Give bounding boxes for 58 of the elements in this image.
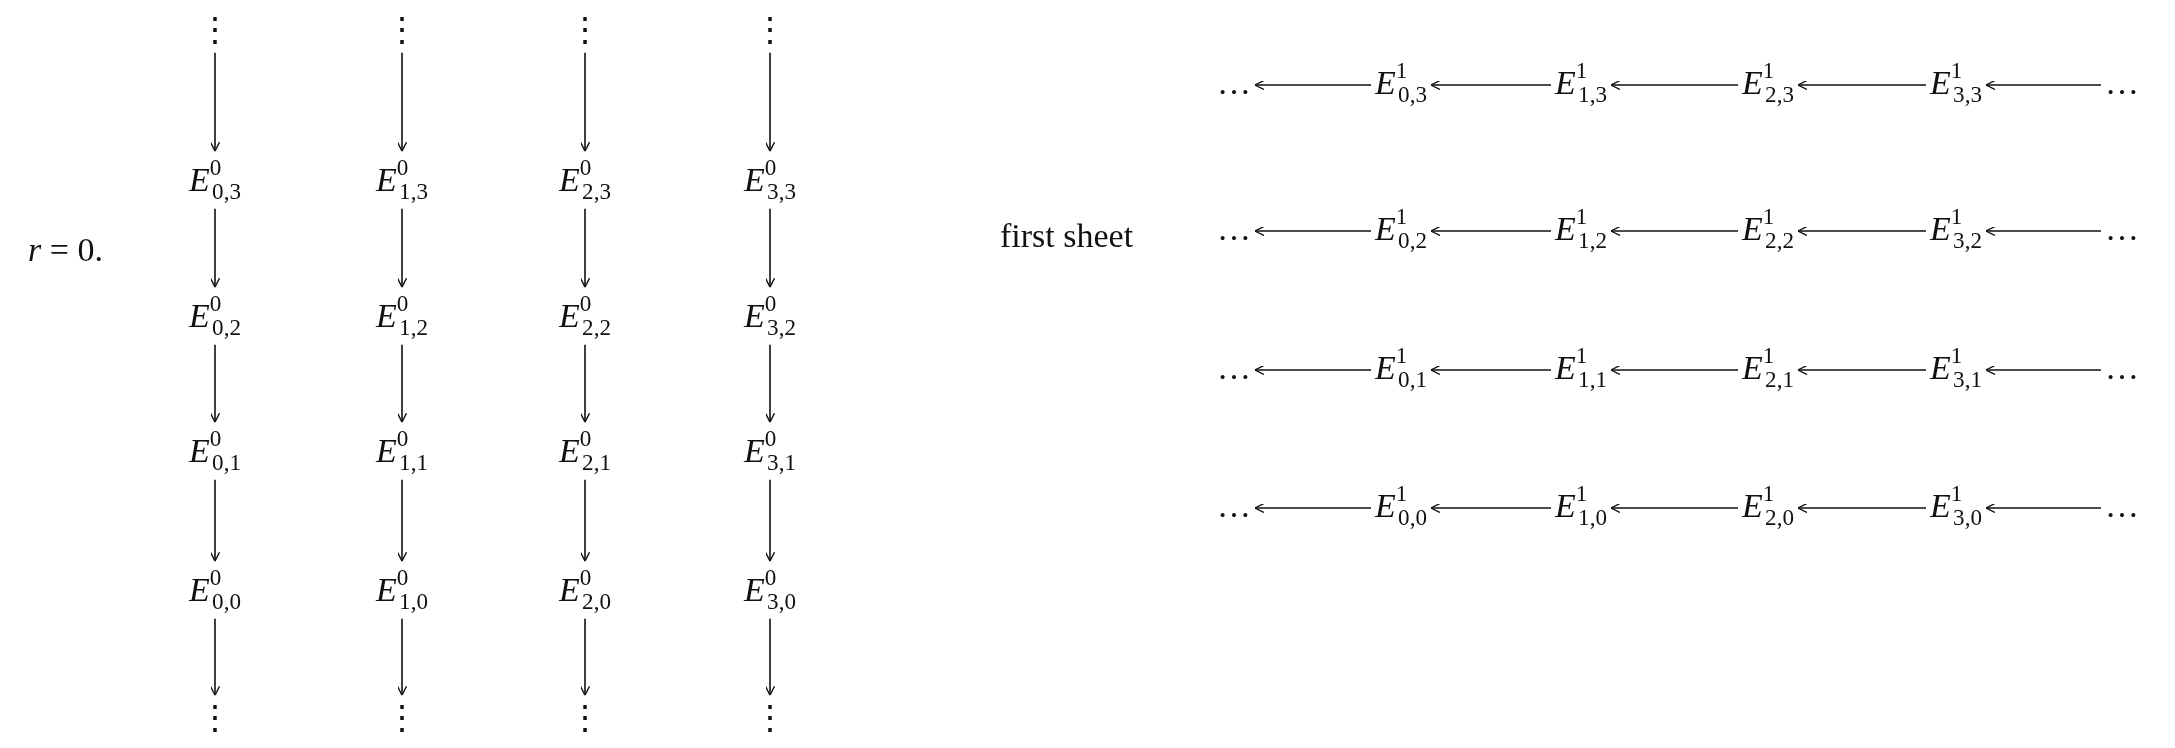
arrow: [1254, 364, 1372, 376]
arrow: [1985, 364, 2102, 376]
arrow: [209, 51, 221, 152]
arrow: [1797, 79, 1927, 91]
arrow: [764, 51, 776, 152]
arrow: [1610, 79, 1739, 91]
ellipsis: …: [1217, 349, 1251, 387]
arrow: [1610, 364, 1739, 376]
arrow: [579, 618, 591, 697]
ellipsis: ⋮: [753, 11, 787, 49]
ellipsis: ⋮: [198, 699, 232, 737]
arrow: [764, 344, 776, 423]
arrow: [1430, 502, 1552, 514]
arrow: [764, 208, 776, 288]
ellipsis: …: [2105, 349, 2139, 387]
arrow: [579, 344, 591, 423]
arrow: [1797, 225, 1927, 237]
label-text: first sheet: [1000, 217, 1134, 255]
ellipsis: …: [1217, 487, 1251, 525]
arrow: [396, 479, 408, 562]
ellipsis: …: [2105, 64, 2139, 102]
arrow: [1797, 364, 1927, 376]
arrow: [579, 51, 591, 152]
arrow: [1430, 364, 1552, 376]
ellipsis: ⋮: [198, 11, 232, 49]
arrow: [579, 208, 591, 288]
ellipsis: ⋮: [385, 11, 419, 49]
ellipsis: ⋮: [385, 699, 419, 737]
arrow: [1985, 79, 2102, 91]
ellipsis: ⋮: [568, 11, 602, 49]
arrow: [209, 479, 221, 562]
arrow: [764, 479, 776, 562]
arrow: [1985, 502, 2102, 514]
arrow: [396, 208, 408, 288]
arrow: [1254, 502, 1372, 514]
ellipsis: ⋮: [568, 699, 602, 737]
arrow: [764, 618, 776, 697]
arrow: [209, 344, 221, 423]
arrow: [209, 208, 221, 288]
ellipsis: ⋮: [753, 699, 787, 737]
arrow: [396, 51, 408, 152]
arrow: [579, 479, 591, 562]
arrow: [396, 344, 408, 423]
ellipsis: …: [1217, 210, 1251, 248]
arrow: [1610, 502, 1739, 514]
ellipsis: …: [1217, 64, 1251, 102]
arrow: [1985, 225, 2102, 237]
arrow: [1610, 225, 1739, 237]
ellipsis: …: [2105, 210, 2139, 248]
arrow: [1254, 225, 1372, 237]
arrow: [1430, 79, 1552, 91]
ellipsis: …: [2105, 487, 2139, 525]
arrow: [1254, 79, 1372, 91]
arrow: [1430, 225, 1552, 237]
arrow: [209, 618, 221, 697]
label-text: r = 0.: [28, 231, 103, 269]
arrow: [396, 618, 408, 697]
arrow: [1797, 502, 1927, 514]
